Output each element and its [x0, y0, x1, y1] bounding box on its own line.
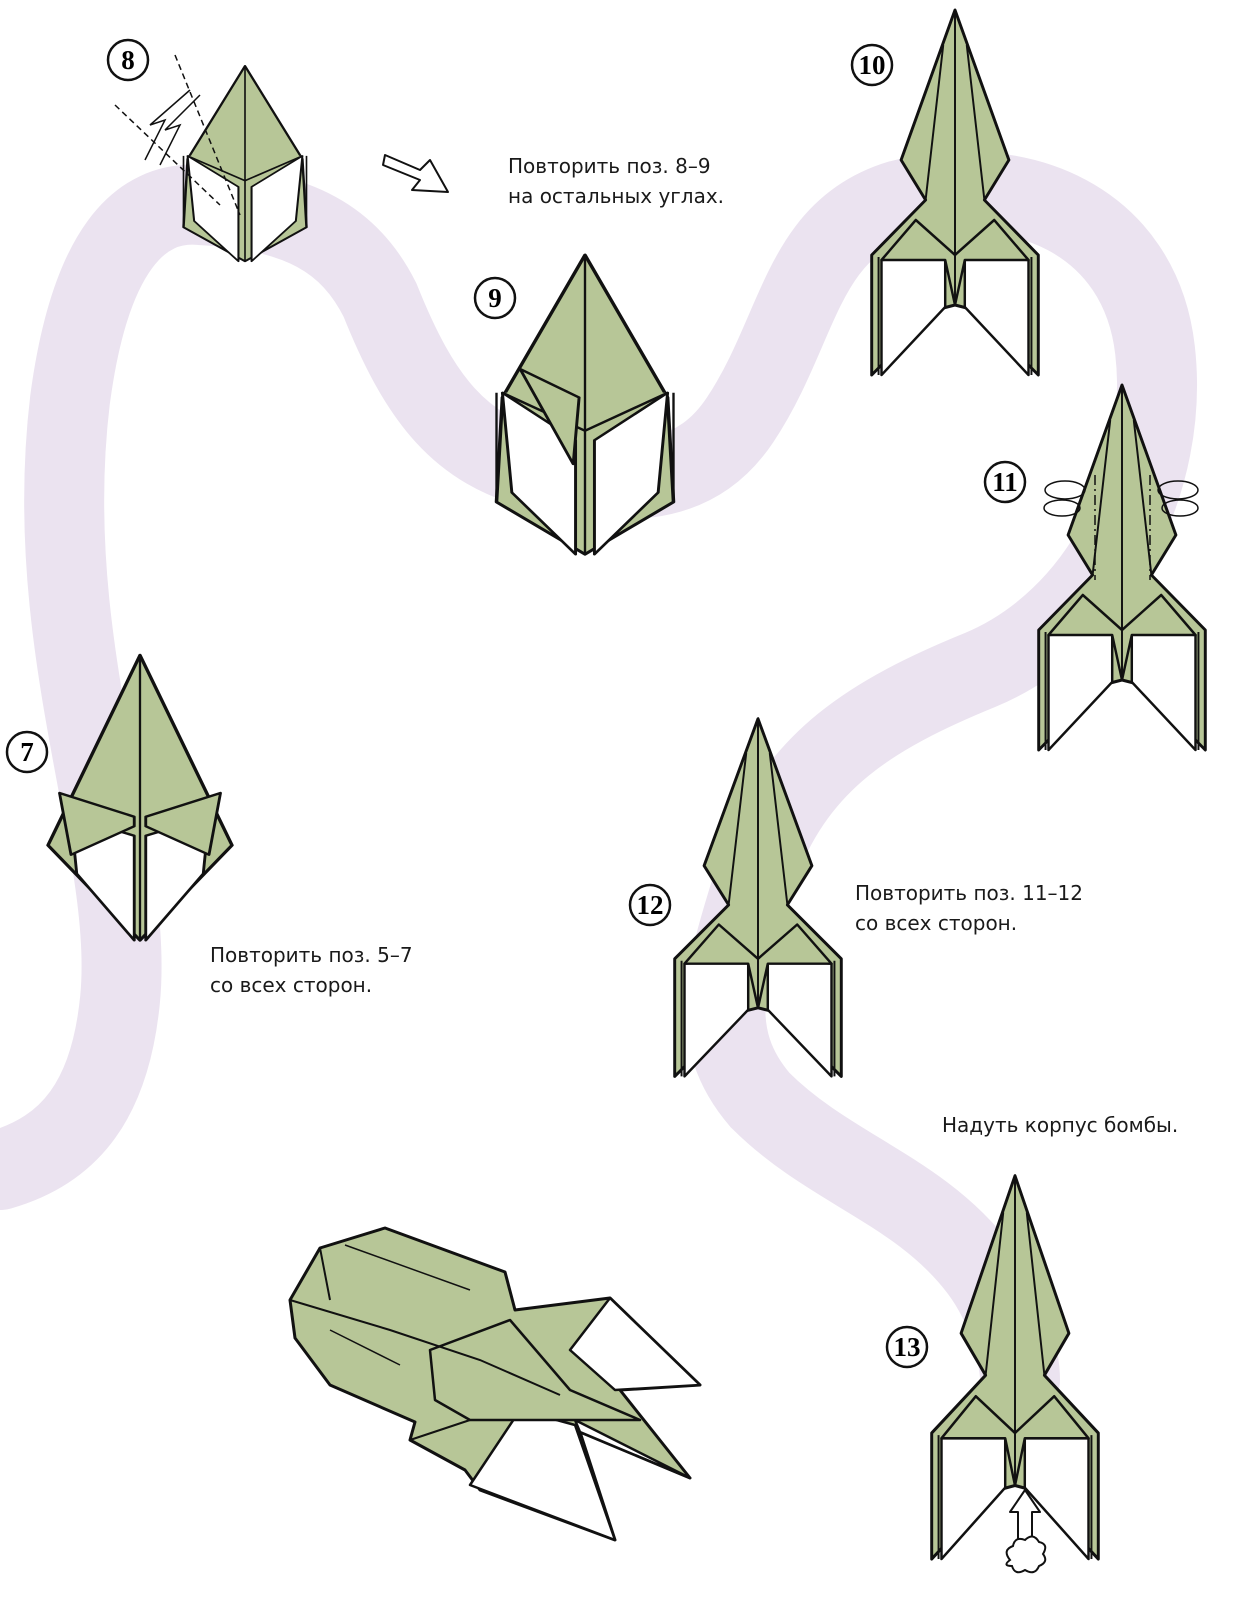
fold-arrow-icon: [114, 54, 241, 216]
step-9-model: [494, 253, 676, 557]
step-10-badge: 10: [850, 43, 894, 87]
step-8-model: [182, 64, 308, 263]
step-12-badge: 12: [628, 883, 672, 927]
step-11-number: 11: [992, 467, 1018, 497]
step-9-badge: 9: [473, 276, 517, 320]
next-step-arrow-icon: [382, 154, 449, 193]
step-7-number: 7: [20, 737, 34, 767]
step-10-number: 10: [859, 50, 886, 80]
step-11-badge: 11: [983, 460, 1027, 504]
caption-repeat-8-9: Повторить поз. 8–9 на остальных углах.: [508, 154, 725, 208]
step-7-model: [46, 653, 234, 942]
fold-loop-icon: [1043, 475, 1199, 580]
step-9-number: 9: [488, 283, 502, 313]
finished-bomb-model: [288, 1226, 702, 1542]
step-13-badge: 13: [885, 1325, 929, 1369]
caption-inflate: Надуть корпус бомбы.: [942, 1113, 1179, 1137]
step-7-badge: 7: [5, 730, 49, 774]
step-8-number: 8: [121, 45, 135, 75]
caption-repeat-5-7: Повторить поз. 5–7 со всех сторон.: [210, 943, 413, 997]
inflate-arrow-icon: [1005, 1489, 1047, 1574]
step-8-badge: 8: [106, 38, 150, 82]
caption-repeat-11-12: Повторить поз. 11–12 со всех сторон.: [855, 881, 1083, 935]
step-13-number: 13: [894, 1332, 921, 1362]
step-12-number: 12: [637, 890, 664, 920]
